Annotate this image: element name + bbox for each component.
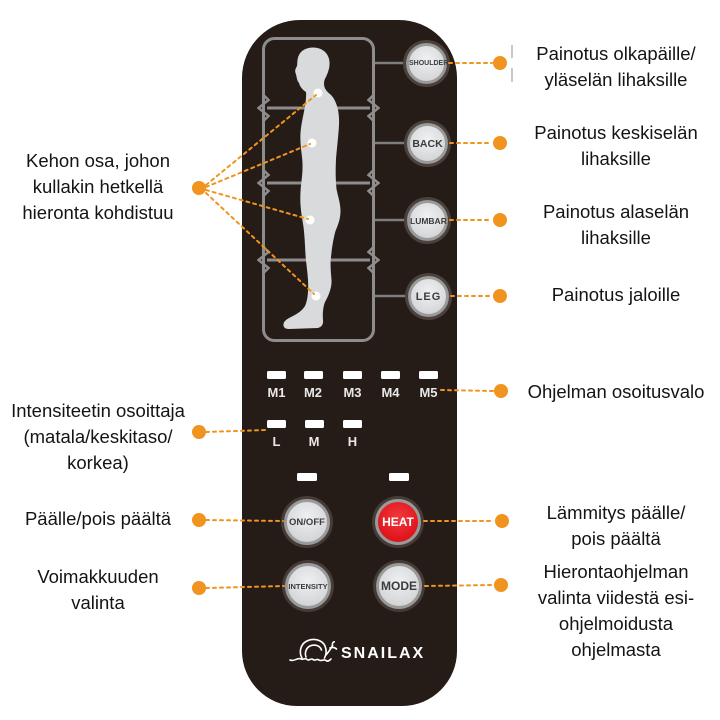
level-light-high [343, 420, 362, 428]
level-light-low [267, 420, 286, 428]
callout-dot-back [493, 136, 507, 150]
label-heat: Lämmitys päälle/ pois päältä [546, 502, 686, 549]
back-button-label: BACK [412, 137, 443, 150]
label-leg: Painotus jaloille [551, 284, 681, 305]
lumbar-button-label: LUMBAR [410, 215, 447, 226]
callout-dot-shoulder [493, 56, 507, 70]
intensity-button-label: INTENSITY [288, 581, 328, 591]
program-label-m5: M5 [419, 385, 438, 400]
label-on-off: Päälle/pois päältä [24, 508, 172, 529]
program-light-m3 [343, 371, 362, 379]
leg-button[interactable]: LEG [408, 276, 449, 317]
program-light-m1 [267, 371, 286, 379]
mode-button-label: MODE [381, 579, 417, 593]
on-off-button-label: ON/OFF [289, 516, 325, 528]
callout-dot-heat [495, 514, 509, 528]
level-light-medium [304, 420, 324, 428]
program-light-m4 [381, 371, 400, 379]
callout-dot-mode [494, 578, 508, 592]
program-label-m2: M2 [303, 385, 323, 400]
on-off-button[interactable]: ON/OFF [284, 499, 330, 545]
intensity-button[interactable]: INTENSITY [285, 563, 331, 609]
program-label-m3: M3 [343, 385, 362, 400]
shoulder-button[interactable]: SHOULDER [406, 43, 449, 84]
power-light [297, 473, 317, 481]
brand-name: SNAILAX [341, 645, 426, 662]
program-light-m2 [303, 371, 323, 379]
shoulder-button-label: SHOULDER [409, 60, 449, 67]
label-lumbar: Painotus alaselän lihaksille [542, 201, 690, 248]
label-intensity-select: Voimakkuuden valinta [37, 566, 159, 613]
label-back: Painotus keskiselän lihaksille [534, 122, 698, 169]
label-mode: Hierontaohjelman valinta viidestä esi- o… [537, 561, 695, 660]
level-label-medium: M [308, 434, 320, 449]
label-program-light: Ohjelman osoitusvalo [527, 381, 705, 402]
label-intensity-lights: Intensiteetin osoittaja (matala/keskitas… [11, 400, 185, 473]
program-label-m4: M4 [381, 385, 400, 400]
program-label-m1: M1 [267, 385, 286, 400]
callout-dot-leg [493, 289, 507, 303]
leg-button-label: LEG [415, 290, 442, 303]
program-light-m5 [419, 371, 438, 379]
heat-light [389, 473, 409, 481]
heat-button-label: HEAT [382, 515, 414, 529]
label-shoulder: Painotus olkapäille/ yläselän lihaksille [536, 43, 696, 90]
label-body-part: Kehon osa, johon kullakin hetkellä hiero… [22, 150, 174, 223]
lumbar-button[interactable]: LUMBAR [407, 200, 448, 241]
back-button[interactable]: BACK [407, 123, 448, 164]
level-label-high: H [347, 434, 358, 449]
level-label-low: L [272, 434, 281, 449]
heat-button[interactable]: HEAT [375, 499, 421, 545]
mode-button[interactable]: MODE [376, 563, 422, 609]
callout-dot-program [494, 384, 508, 398]
callout-dot-lumbar [493, 213, 507, 227]
